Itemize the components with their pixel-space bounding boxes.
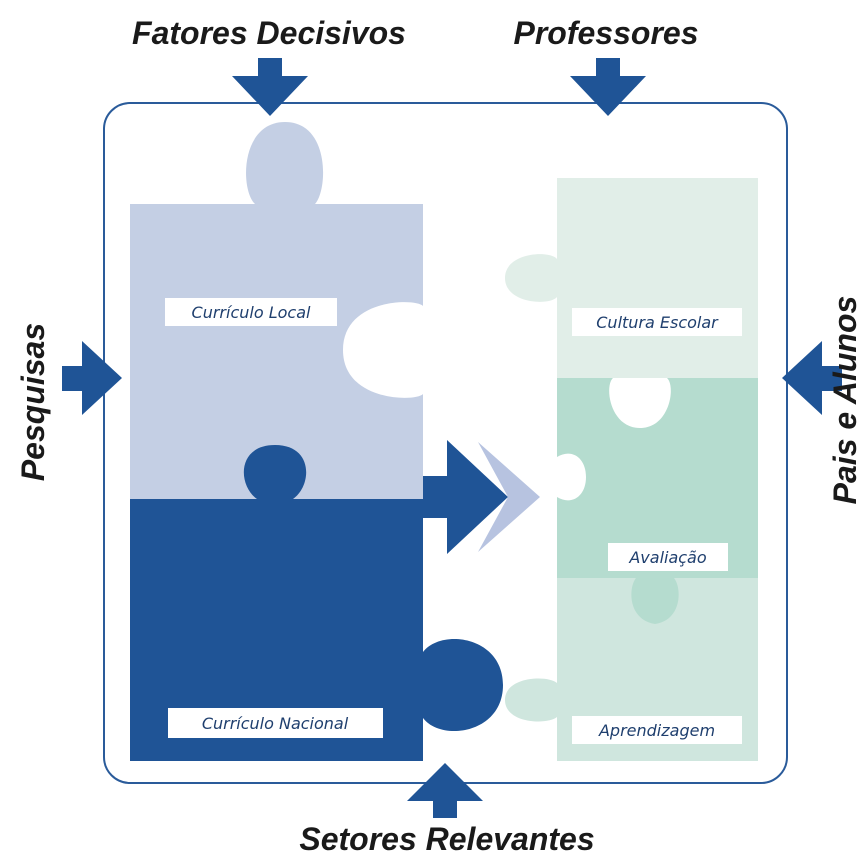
puzzle-knob-avaliacao <box>631 578 679 624</box>
puzzle-piece-cultura-escolar <box>505 178 758 378</box>
label-curriculo-nacional: Currículo Nacional <box>202 714 349 733</box>
label-fatores-decisivos: Fatores Decisivos <box>132 15 406 51</box>
label-pesquisas: Pesquisas <box>15 323 51 481</box>
arrow-right-pesquisas <box>62 341 122 415</box>
puzzle-piece-aprendizagem <box>505 578 758 761</box>
arrow-down-fatores-decisivos <box>232 58 308 116</box>
label-box-aprendizagem <box>572 716 742 744</box>
center-chevron-arrow <box>478 442 540 552</box>
label-box-curriculo-nacional <box>168 708 383 738</box>
label-curriculo-local: Currículo Local <box>192 303 311 322</box>
puzzle-piece-avaliacao <box>557 378 758 578</box>
label-aprendizagem: Aprendizagem <box>598 721 715 740</box>
label-setores-relevantes: Setores Relevantes <box>299 821 594 857</box>
label-box-cultura-escolar <box>572 308 742 336</box>
label-pais-e-alunos: Pais e Alunos <box>827 296 863 505</box>
label-box-avaliacao <box>608 543 728 571</box>
center-arrow-right <box>423 440 508 554</box>
right-puzzle-column <box>505 178 758 761</box>
arrow-up-setores-relevantes <box>407 763 483 818</box>
arrow-left-pais-e-alunos <box>782 341 842 415</box>
label-professores: Professores <box>514 15 699 51</box>
label-avaliacao: Avaliação <box>628 548 707 567</box>
label-box-curriculo-local <box>165 298 337 326</box>
arrow-down-professores <box>570 58 646 116</box>
puzzle-piece-curriculo-nacional <box>130 445 503 761</box>
label-cultura-escolar: Cultura Escolar <box>596 313 719 332</box>
